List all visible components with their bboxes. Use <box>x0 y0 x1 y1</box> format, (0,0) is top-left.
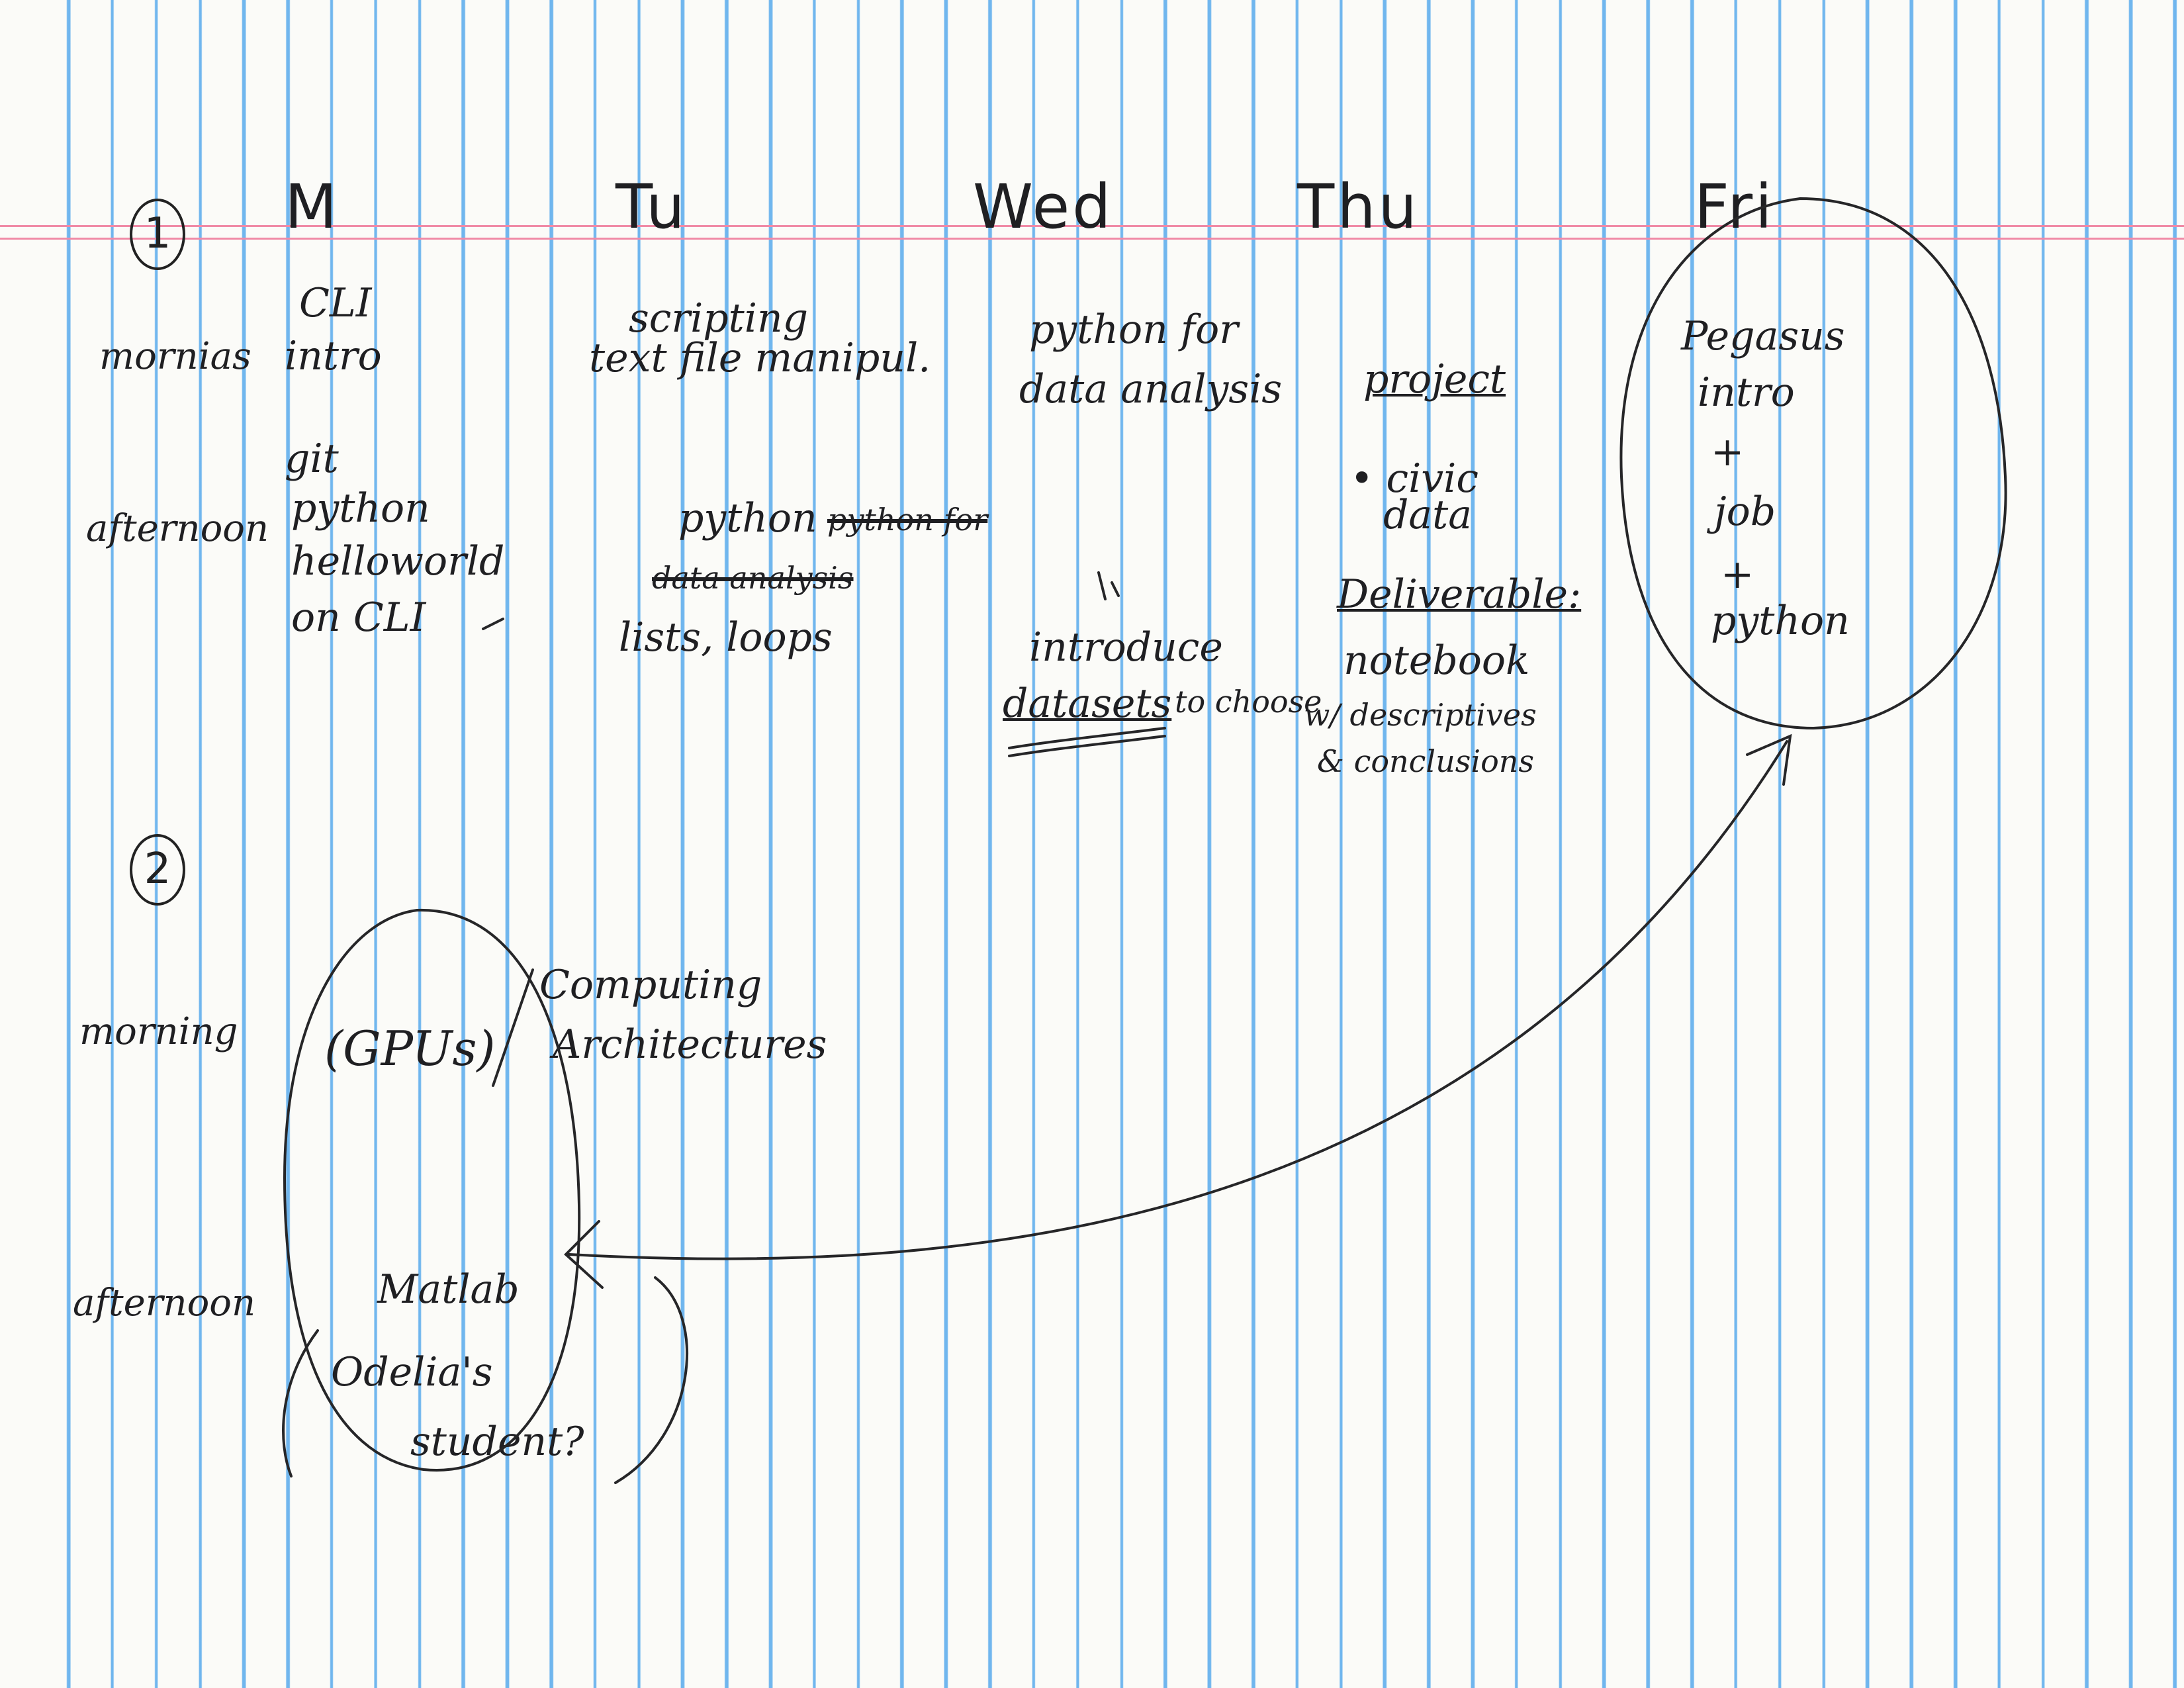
monday-morning-line: intro <box>285 333 382 379</box>
wednesday-morning-line: python for <box>1029 306 1238 353</box>
monday-afternoon-line: python <box>291 485 430 532</box>
thursday-afternoon-line: notebook <box>1343 637 1530 684</box>
day-header-wednesday: Wed <box>973 171 1114 242</box>
week2-monday-afternoon-line: Odelia's <box>331 1349 493 1395</box>
week2-monday-afternoon-line: Matlab <box>377 1266 520 1313</box>
wednesday-afternoon-line: to choose <box>1175 684 1322 720</box>
day-header-thursday: Thu <box>1297 171 1420 242</box>
day-header-friday: Fri <box>1694 171 1775 242</box>
friday-line: intro <box>1698 369 1795 416</box>
thursday-morning-line: project <box>1363 356 1506 402</box>
friday-line: Pegasus <box>1681 313 1845 359</box>
red-margin-line <box>0 225 2184 240</box>
week2-monday-gpus: (GPUs) <box>324 1021 496 1076</box>
thursday-deliverable-heading: Deliverable: <box>1337 571 1582 618</box>
monday-afternoon-line: helloworld <box>291 538 505 585</box>
monday-morning-line: CLI <box>299 280 372 326</box>
week2-monday-afternoon-line: student? <box>410 1419 584 1465</box>
friday-line: + <box>1711 429 1745 475</box>
week2-monday-morning-line: Architectures <box>553 1021 827 1068</box>
thursday-afternoon-line: • civic <box>1350 455 1479 502</box>
week2-monday-morning-line: Computing <box>539 962 762 1008</box>
tuesday-afternoon-line: python <box>678 495 817 541</box>
row-label-morning: mornias <box>99 335 251 378</box>
day-header-monday: M <box>285 171 340 242</box>
wednesday-afternoon-line: introduce <box>1029 624 1223 671</box>
row-label-afternoon: afternoon <box>86 507 269 550</box>
wednesday-morning-line: data analysis <box>1019 366 1283 412</box>
tuesday-afternoon-line: lists, loops <box>619 614 833 661</box>
friday-line: job <box>1714 489 1776 535</box>
tuesday-struck-text: data analysis <box>652 560 854 596</box>
row-label-afternoon: afternoon <box>73 1282 256 1325</box>
monday-afternoon-line: git <box>285 436 339 482</box>
day-header-tuesday: Tu <box>615 171 688 242</box>
friday-line: python <box>1711 598 1850 644</box>
week-2-number: 2 <box>130 834 185 906</box>
wednesday-afternoon-line: datasets <box>1003 680 1172 727</box>
friday-line: + <box>1721 551 1754 598</box>
thursday-afternoon-line: w/ descriptives <box>1304 697 1537 733</box>
tuesday-struck-text: python for <box>827 502 988 538</box>
monday-afternoon-line: on CLI <box>291 594 426 641</box>
row-label-morning: morning <box>79 1010 238 1053</box>
week-1-number: 1 <box>130 199 185 270</box>
thursday-afternoon-line: & conclusions <box>1317 743 1534 779</box>
tuesday-morning-line: scripting <box>629 295 809 342</box>
thursday-afternoon-line: data <box>1383 492 1473 538</box>
tuesday-morning-line: text file manipul. <box>589 335 931 381</box>
